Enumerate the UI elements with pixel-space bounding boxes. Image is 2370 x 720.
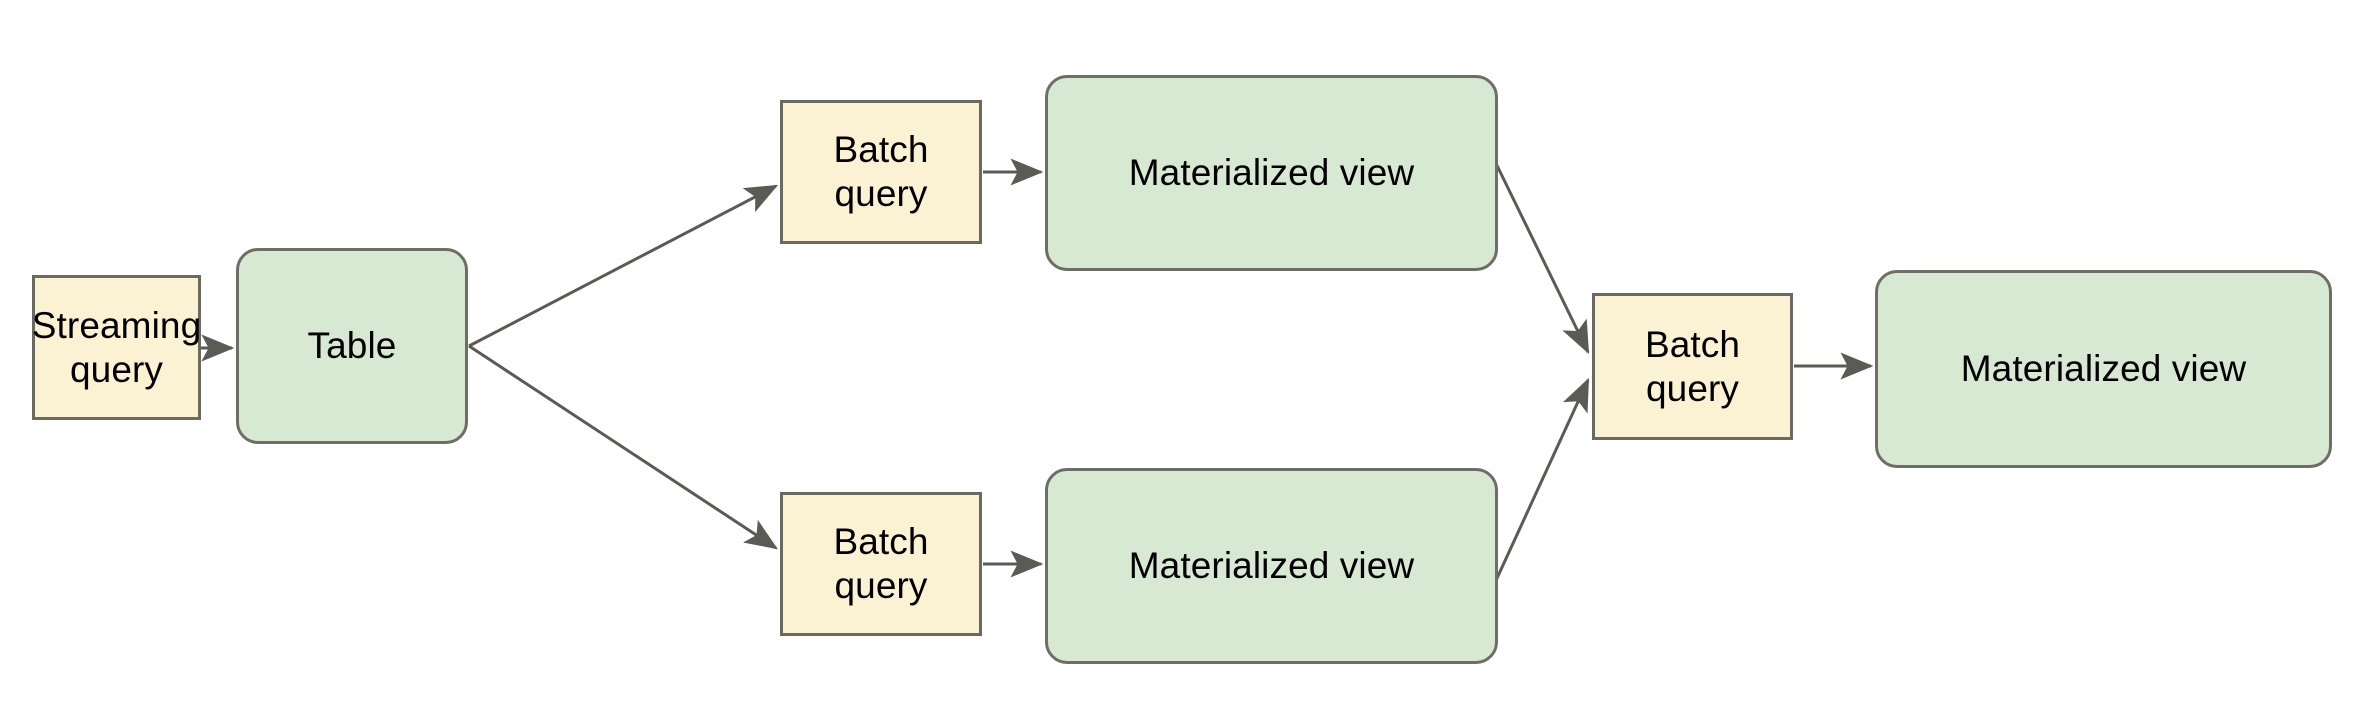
node-label: Batch query <box>833 521 929 606</box>
node-label: Materialized view <box>1128 545 1415 587</box>
edge-table-to-batch-query-top <box>468 184 779 348</box>
node-label: Table <box>307 325 397 367</box>
node-label: Batch query <box>1644 323 1741 409</box>
edge-materialized-view-bottom-to-batch-query-join <box>1485 377 1590 601</box>
node-table[interactable]: Table <box>236 248 468 444</box>
node-materialized-view-final[interactable]: Materialized view <box>1875 270 2332 468</box>
node-label: Materialized view <box>1960 348 2247 390</box>
node-batch-query-top[interactable]: Batch query <box>780 100 982 244</box>
node-label: Batch query <box>833 129 929 214</box>
node-label: Streaming query <box>31 304 202 390</box>
node-streaming-query[interactable]: Streaming query <box>32 275 201 420</box>
node-materialized-view-top[interactable]: Materialized view <box>1045 75 1498 271</box>
edge-materialized-view-top-to-batch-query-join <box>1485 144 1590 355</box>
node-label: Materialized view <box>1128 152 1415 194</box>
edge-table-to-batch-query-bottom <box>468 344 779 550</box>
node-batch-query-bottom[interactable]: Batch query <box>780 492 982 636</box>
node-batch-query-join[interactable]: Batch query <box>1592 293 1793 440</box>
node-materialized-view-bottom[interactable]: Materialized view <box>1045 468 1498 664</box>
